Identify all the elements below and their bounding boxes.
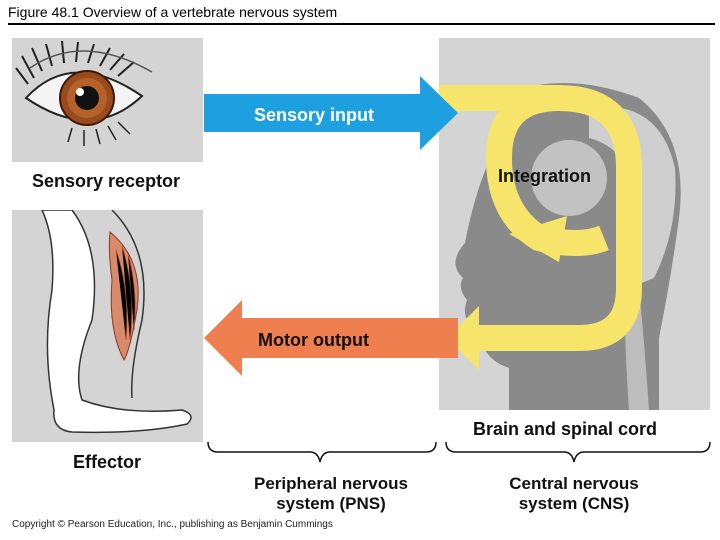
leg-icon — [41, 210, 192, 434]
pns-label: Peripheral nervous system (PNS) — [236, 474, 426, 514]
cns-label-line1: Central nervous — [509, 474, 639, 493]
cns-label: Central nervous system (CNS) — [479, 474, 669, 514]
motor-output-label: Motor output — [258, 330, 369, 350]
pns-brace — [207, 441, 437, 463]
title-rule — [8, 23, 715, 25]
effector-panel — [12, 210, 203, 442]
brain-spinal-cord-label: Brain and spinal cord — [473, 419, 658, 439]
pns-label-line2: system (PNS) — [276, 494, 386, 513]
sensory-receptor-label: Sensory receptor — [32, 171, 181, 191]
figure-title: Figure 48.1 Overview of a vertebrate ner… — [8, 4, 338, 20]
effector-label: Effector — [73, 452, 142, 472]
eye-icon — [15, 40, 153, 146]
pns-label-line1: Peripheral nervous — [253, 474, 408, 493]
cns-panel — [439, 38, 710, 410]
cns-brace — [445, 441, 711, 463]
copyright-text: Copyright © Pearson Education, Inc., pub… — [12, 519, 333, 530]
sensory-receptor-panel — [12, 38, 203, 162]
sensory-input-label: Sensory input — [254, 105, 375, 125]
cns-label-line2: system (CNS) — [518, 494, 630, 513]
integration-loop-icon — [439, 85, 642, 370]
integration-label: Integration — [498, 166, 591, 186]
